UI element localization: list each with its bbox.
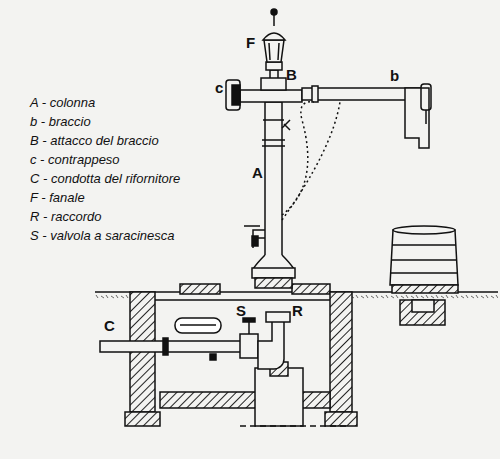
part-letter: c bbox=[215, 80, 223, 95]
part-letter: b bbox=[390, 68, 399, 83]
key-entry: B - attacco del braccio bbox=[30, 133, 159, 148]
key-entry: R - raccordo bbox=[30, 209, 102, 224]
key-entry: A - colonna bbox=[30, 95, 95, 110]
part-letter: S bbox=[236, 303, 246, 318]
part-letter: C bbox=[104, 318, 115, 333]
key-entry: C - condotta del rifornitore bbox=[30, 171, 180, 186]
key-entry: b - braccio bbox=[30, 114, 91, 129]
key-entry: c - contrappeso bbox=[30, 152, 120, 167]
part-letter: F bbox=[246, 35, 255, 50]
key-entry: F - fanale bbox=[30, 190, 85, 205]
part-letter: A bbox=[252, 165, 263, 180]
part-letter: B bbox=[286, 67, 297, 82]
key-entry: S - valvola a saracinesca bbox=[30, 228, 175, 243]
part-letter: R bbox=[292, 303, 303, 318]
